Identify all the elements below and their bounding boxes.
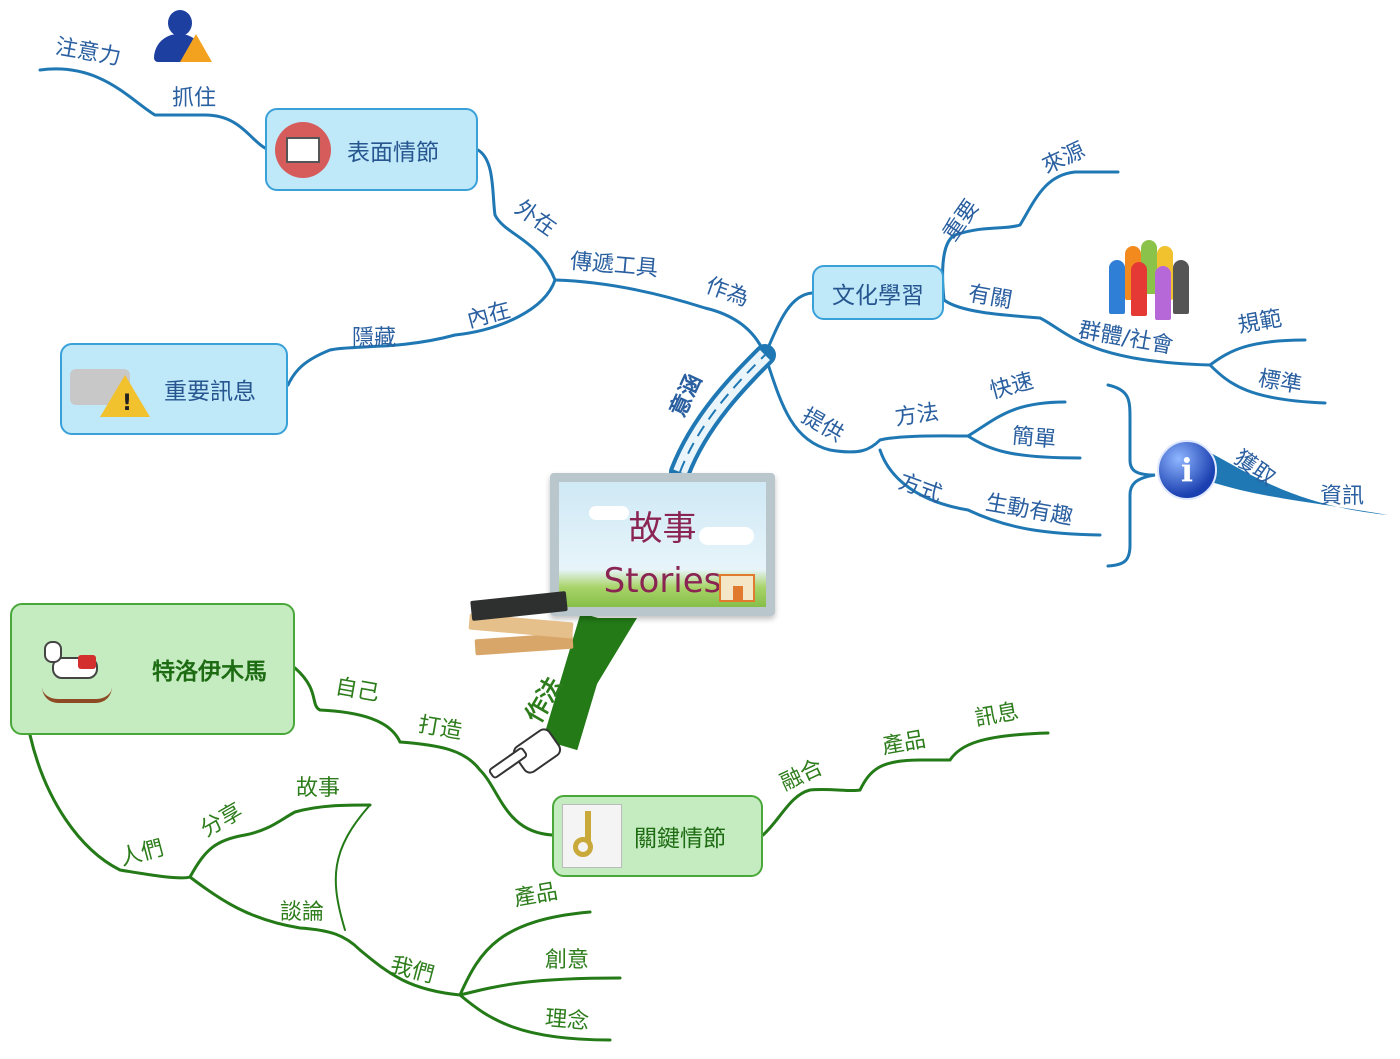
- topic-key-plot[interactable]: 關鍵情節: [552, 795, 763, 877]
- topic-trojan-horse[interactable]: 特洛伊木馬: [10, 603, 295, 735]
- people-group-icon: [1107, 240, 1195, 320]
- label-creativity: 創意: [545, 948, 590, 973]
- topic-key-plot-label: 關鍵情節: [634, 826, 726, 852]
- newspaper-icon: [275, 121, 331, 178]
- key-icon: [562, 804, 622, 868]
- rocking-horse-icon: [42, 637, 114, 703]
- topic-surface-plot-label: 表面情節: [347, 139, 439, 166]
- topic-trojan-horse-label: 特洛伊木馬: [152, 659, 267, 685]
- topic-cultural-learning[interactable]: 文化學習: [812, 265, 944, 320]
- pointing-hand-icon: [485, 725, 565, 780]
- warning-user-icon: [150, 8, 212, 64]
- warning-folder-icon: !: [70, 359, 150, 419]
- label-concept: 理念: [544, 1006, 591, 1035]
- label-hidden: 隱藏: [352, 326, 397, 351]
- info-icon: i: [1157, 440, 1217, 500]
- cloud-decoration: [589, 506, 629, 520]
- label-discuss: 談論: [280, 900, 325, 925]
- central-topic-subtitle: Stories: [603, 561, 722, 601]
- cloud-decoration: [699, 527, 754, 545]
- label-information: 資訊: [1320, 484, 1365, 509]
- label-method: 方法: [893, 400, 941, 431]
- topic-important-message-label: 重要訊息: [164, 379, 256, 405]
- upper-connector-road: [669, 344, 776, 483]
- central-topic[interactable]: 故事 Stories: [550, 473, 775, 616]
- books-icon: [465, 588, 577, 666]
- label-grab: 抓住: [172, 86, 217, 111]
- house-icon: [719, 574, 755, 602]
- label-simple: 簡單: [1011, 424, 1058, 453]
- topic-cultural-learning-label: 文化學習: [832, 282, 924, 309]
- central-topic-title: 故事: [628, 509, 697, 549]
- label-story: 故事: [296, 776, 341, 801]
- topic-surface-plot[interactable]: 表面情節: [265, 108, 478, 191]
- topic-important-message[interactable]: ! 重要訊息: [60, 343, 288, 435]
